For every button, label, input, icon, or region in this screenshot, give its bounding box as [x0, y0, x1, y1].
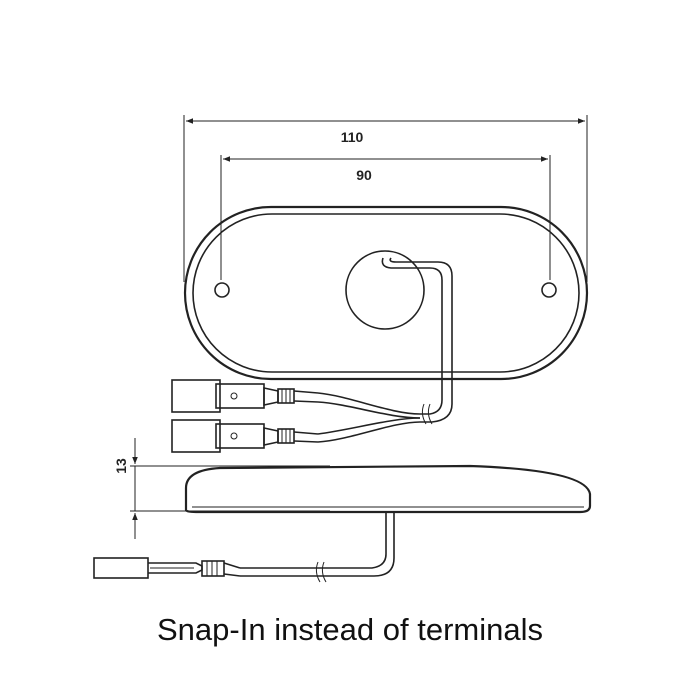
snap-in-connector — [93, 557, 241, 579]
terminal-upper-sleeve — [171, 379, 221, 413]
wire-break-mark-2 — [427, 403, 433, 425]
wire-upper-a — [317, 392, 421, 415]
terminal-upper — [171, 379, 319, 413]
terminal-lower-wire — [293, 431, 319, 443]
cable-break-mark-1 — [315, 561, 321, 583]
caption: Snap-In instead of terminals — [157, 612, 543, 647]
wire-lower-a — [317, 417, 421, 435]
terminal-upper-wire — [293, 390, 319, 403]
lamp-housing-outer — [183, 205, 589, 381]
cable-bend-outer — [381, 257, 443, 415]
lamp-profile-dome — [184, 464, 592, 514]
terminal-upper-crimp — [263, 387, 279, 406]
side-view: 13 — [93, 438, 592, 583]
terminal-lower-ribs — [281, 429, 291, 443]
wire-upper-b — [317, 401, 421, 419]
terminal-lower — [171, 419, 319, 453]
terminal-upper-hole — [230, 392, 238, 400]
cable-bend-inner — [389, 257, 453, 423]
side-cable-outer — [240, 512, 387, 569]
lamp-housing-inner — [192, 213, 580, 373]
wire-lower-b — [317, 421, 421, 443]
terminal-upper-ribs — [281, 389, 291, 403]
snap-in-wire-join — [223, 562, 241, 577]
cable-hole — [345, 250, 425, 330]
dimension-label-110: 110 — [341, 129, 364, 145]
terminal-lower-sleeve — [171, 419, 221, 453]
side-cable-inner — [240, 512, 395, 577]
mounting-hole-left — [214, 282, 230, 298]
terminal-lower-hole — [230, 432, 238, 440]
terminal-upper-blade — [215, 383, 265, 409]
cable-break-mark-2 — [321, 561, 327, 583]
snap-in-ribs — [206, 561, 218, 576]
top-view: 110 90 — [171, 115, 589, 453]
snap-in-barrel — [201, 560, 225, 577]
mounting-hole-right — [541, 282, 557, 298]
snap-in-pin-sleeve — [93, 557, 149, 579]
wire-break-mark-1 — [421, 403, 427, 425]
dimension-label-90: 90 — [356, 167, 372, 183]
dimension-label-13: 13 — [113, 458, 129, 474]
terminal-lower-blade — [215, 423, 265, 449]
terminal-lower-crimp — [263, 427, 279, 446]
